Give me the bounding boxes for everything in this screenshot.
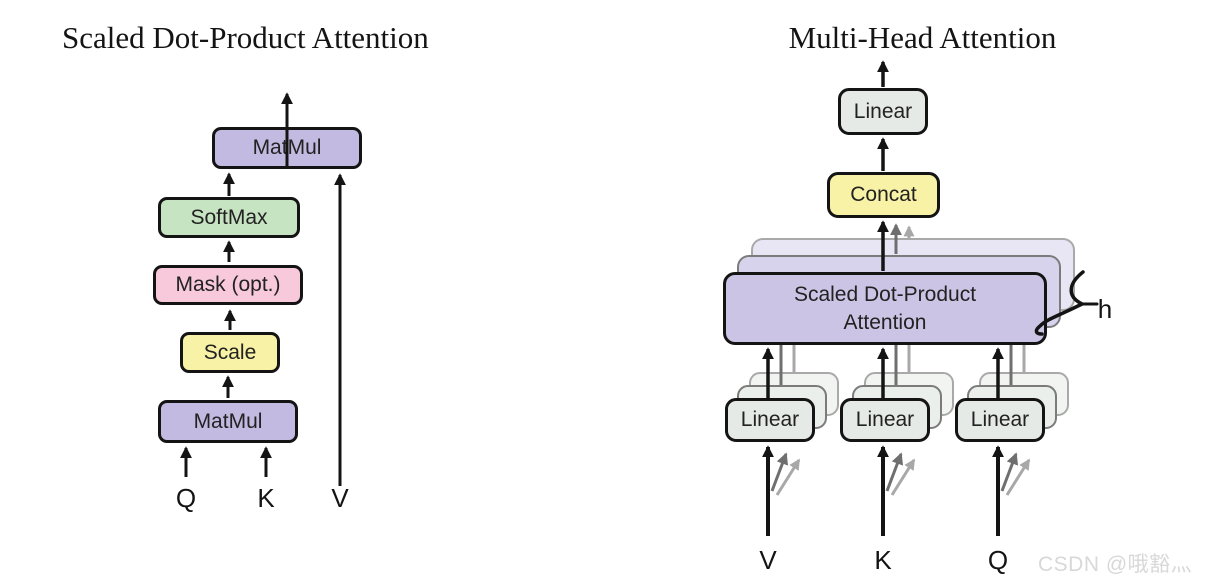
scaled-dot-product-attention-box: Scaled Dot-Product Attention bbox=[723, 272, 1047, 345]
right-diagram-title: Multi-Head Attention bbox=[788, 20, 1057, 55]
matmul-bottom-box: MatMul bbox=[158, 400, 298, 443]
softmax-box: SoftMax bbox=[158, 197, 300, 238]
left-diagram-title: Scaled Dot-Product Attention bbox=[62, 20, 429, 55]
linear-k-box: Linear bbox=[840, 398, 930, 442]
linear-v-box: Linear bbox=[725, 398, 815, 442]
linear-q-box: Linear bbox=[955, 398, 1045, 442]
right-input-q-label: Q bbox=[987, 545, 1009, 575]
left-input-k-label: K bbox=[257, 483, 275, 513]
head-count-label: h bbox=[1097, 294, 1113, 324]
concat-box: Concat bbox=[827, 172, 940, 218]
csdn-watermark: CSDN @哦豁灬 bbox=[1038, 553, 1193, 576]
attention-box-line2: Attention bbox=[843, 310, 927, 334]
mask-box: Mask (opt.) bbox=[153, 265, 303, 305]
attention-box-line1: Scaled Dot-Product bbox=[793, 283, 977, 307]
input-fanout-gray-arrows bbox=[770, 452, 1031, 496]
matmul-top-box: MatMul bbox=[212, 127, 362, 169]
left-input-v-label: V bbox=[331, 483, 349, 513]
linear-output-box: Linear bbox=[838, 88, 928, 135]
right-input-v-label: V bbox=[759, 545, 777, 575]
right-input-k-label: K bbox=[874, 545, 892, 575]
scale-box: Scale bbox=[180, 332, 280, 373]
left-input-q-label: Q bbox=[175, 483, 197, 513]
